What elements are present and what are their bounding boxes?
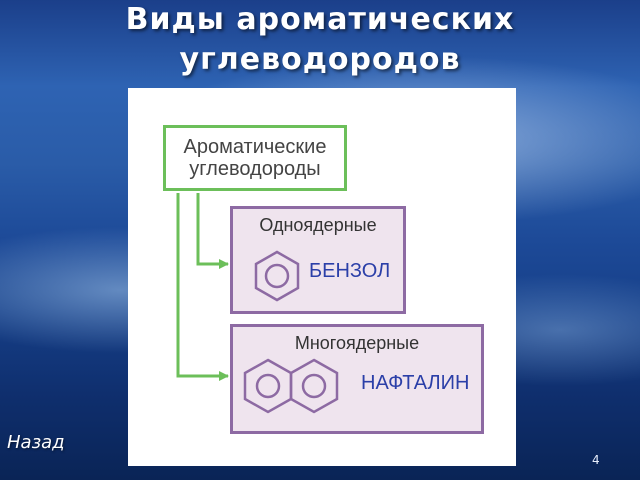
arrow-to-mononuclear [196,193,229,269]
category-box-polynuclear: Многоядерные НАФТАЛИН [230,324,484,434]
benzene-ring-icon [254,250,300,302]
category-box-mononuclear: Одноядерные БЕНЗОЛ [230,206,406,314]
root-label-line-1: Ароматические [183,136,327,158]
category-label-polynuclear: Многоядерные [294,333,420,353]
naphthalene-rings-icon [243,358,339,414]
slide-title-line-1: Виды ароматических [125,2,515,37]
root-box-aromatic-hydrocarbons: Ароматические углеводороды [163,125,347,191]
slide-number: 4 [592,453,600,467]
diagram-panel: Ароматические углеводороды Одноядерные Б… [128,88,516,466]
compound-benzene: БЕНЗОЛ [309,260,391,282]
slide-title-line-2: углеводородов [179,42,461,77]
compound-naphthalene: НАФТАЛИН [361,372,470,394]
connector-arrows [176,193,229,381]
slide-title: Виды ароматических углеводородов [0,0,640,80]
back-link[interactable]: Назад [7,432,65,453]
category-label-mononuclear: Одноядерные [259,215,377,235]
arrow-to-polynuclear [176,193,229,381]
root-label-line-2: углеводороды [189,158,321,180]
